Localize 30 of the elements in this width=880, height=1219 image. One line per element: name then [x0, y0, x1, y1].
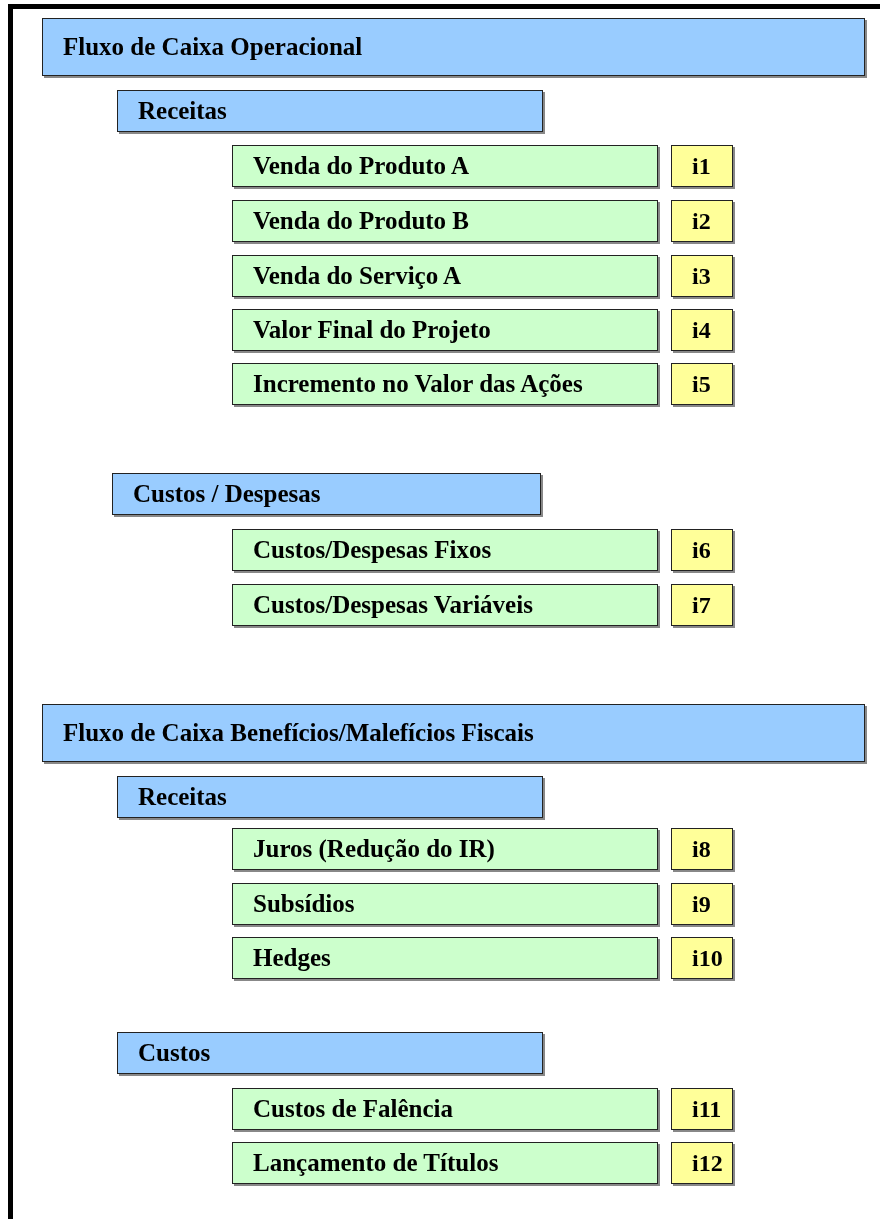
- heading-box: Custos / Despesas: [112, 473, 541, 515]
- index-tag: i5: [671, 363, 733, 405]
- item-box: Lançamento de Títulos: [232, 1142, 658, 1184]
- index-tag: i10: [671, 937, 733, 979]
- index-tag: i2: [671, 200, 733, 242]
- index-tag: i4: [671, 309, 733, 351]
- index-tag: i6: [671, 529, 733, 571]
- item-box: Venda do Produto A: [232, 145, 658, 187]
- item-box: Custos de Falência: [232, 1088, 658, 1130]
- item-box: Custos/Despesas Fixos: [232, 529, 658, 571]
- index-tag: i8: [671, 828, 733, 870]
- item-box: Hedges: [232, 937, 658, 979]
- item-box: Juros (Redução do IR): [232, 828, 658, 870]
- item-box: Venda do Serviço A: [232, 255, 658, 297]
- index-tag: i7: [671, 584, 733, 626]
- index-tag: i9: [671, 883, 733, 925]
- heading-box: Fluxo de Caixa Operacional: [42, 18, 865, 76]
- heading-box: Receitas: [117, 776, 543, 818]
- index-tag: i12: [671, 1142, 733, 1184]
- item-box: Custos/Despesas Variáveis: [232, 584, 658, 626]
- heading-box: Fluxo de Caixa Benefícios/Malefícios Fiscais: [42, 704, 865, 762]
- index-tag: i11: [671, 1088, 733, 1130]
- item-box: Valor Final do Projeto: [232, 309, 658, 351]
- index-tag: i3: [671, 255, 733, 297]
- heading-box: Custos: [117, 1032, 543, 1074]
- index-tag: i1: [671, 145, 733, 187]
- item-box: Subsídios: [232, 883, 658, 925]
- item-box: Venda do Produto B: [232, 200, 658, 242]
- item-box: Incremento no Valor das Ações: [232, 363, 658, 405]
- heading-box: Receitas: [117, 90, 543, 132]
